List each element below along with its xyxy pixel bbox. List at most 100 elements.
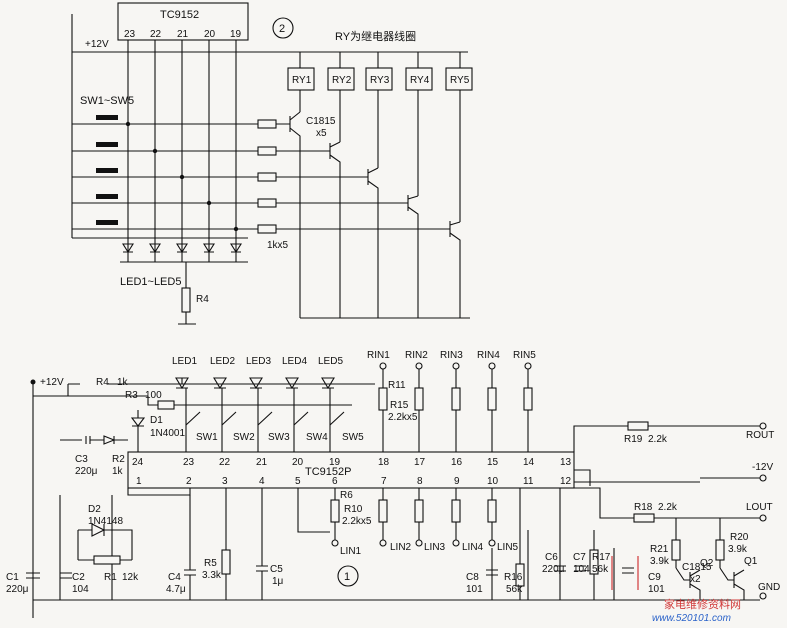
switch-label: SW2	[233, 432, 255, 443]
red-marker-lines	[611, 556, 639, 590]
r5-label: R5	[204, 558, 217, 569]
base-resistor	[257, 119, 277, 129]
led-pin-wires	[185, 388, 331, 452]
led-icon	[175, 377, 189, 390]
c5-label: C5	[270, 564, 283, 575]
relay-coil-note: RY为继电器线圈	[335, 29, 416, 43]
led-label: LED2	[210, 356, 235, 367]
base-resistor	[257, 172, 277, 182]
gnd-label: GND	[758, 582, 780, 593]
lower-leds: LED1 LED2 LED3 LED4 LED5	[172, 356, 343, 390]
r10-label: R10	[344, 504, 363, 515]
rin-terminal	[524, 362, 532, 370]
r11-label: R11	[388, 380, 406, 391]
c9-capacitor-icon	[622, 567, 634, 574]
c1-value: 220μ	[6, 584, 29, 595]
r16-resistor	[515, 563, 525, 587]
ic-pin: 10	[487, 476, 499, 487]
lower-supply-wire	[32, 382, 148, 618]
r19-label: R19	[624, 434, 643, 445]
transistor-q-icon	[449, 221, 461, 318]
d1-diode-icon	[130, 410, 146, 452]
rin-terminal	[488, 362, 496, 370]
r1-label: R1	[104, 572, 117, 583]
rin-wires	[382, 369, 529, 452]
rout-terminal[interactable]	[759, 422, 767, 430]
relay-label: RY3	[370, 75, 390, 86]
switch-label: SW1	[196, 432, 218, 443]
lin-label: LIN2	[390, 542, 412, 553]
lout-terminal[interactable]	[759, 514, 767, 522]
ic-pin: 2	[186, 476, 192, 487]
upper-supply-label: +12V	[85, 39, 109, 50]
relay-label: RY5	[450, 75, 470, 86]
lin-label: LIN4	[462, 542, 484, 553]
junction-dot	[233, 226, 239, 232]
relay-collector-wires	[299, 90, 461, 222]
circle-number-2-text: 2	[279, 23, 285, 35]
lin-wires	[297, 488, 493, 540]
switch-row-wires	[72, 123, 248, 230]
relay-ry4	[405, 67, 433, 91]
c8-label: C8	[466, 572, 479, 583]
right-inputs: RIN1 RIN2 RIN3 RIN4 RIN5	[367, 350, 536, 452]
lin-resistor	[330, 499, 340, 523]
transistor-q-icon	[329, 141, 341, 318]
lin-terminal	[488, 539, 496, 547]
upper-ic-pin: 20	[204, 29, 216, 40]
switch-label: SW3	[268, 432, 290, 443]
c7-value: 104	[573, 564, 590, 575]
lin-terminal	[379, 539, 387, 547]
neg12-terminal[interactable]	[759, 474, 767, 482]
neg12-label: -12V	[752, 462, 773, 473]
bottom-right-wires	[491, 488, 615, 600]
r16-value: 56k	[506, 584, 523, 595]
relay-ry2	[327, 67, 355, 91]
c4-label: C4	[168, 572, 181, 583]
ic-pin: 19	[329, 457, 341, 468]
transistor-qty-label: x5	[316, 128, 327, 139]
lower-r4-value: 1k	[117, 377, 129, 388]
r21-value: 3.9k	[650, 556, 670, 567]
ic-pin: 18	[378, 457, 390, 468]
r17-value: 56k	[592, 564, 609, 575]
relay-coils: RY1 RY2 RY3 RY4 RY5	[287, 67, 473, 91]
led-label: LED1	[172, 356, 197, 367]
upper-leds	[122, 243, 242, 254]
upper-circuit: TC9152 23 22 21 20 19 2 +12V RY为继电器线圈 RY…	[71, 2, 473, 325]
relay-ry5	[445, 67, 473, 91]
transistor-type-label: C1815	[306, 116, 336, 127]
lout-label: LOUT	[746, 502, 773, 513]
upper-ic-pin-lines	[127, 40, 237, 238]
r20-resistor	[715, 539, 725, 561]
r18-label: R18	[634, 502, 653, 513]
r4-ground-wire	[178, 262, 196, 325]
lin-resistor	[451, 499, 461, 523]
d1-value: 1N4001	[150, 428, 185, 439]
led-icon	[122, 243, 134, 254]
r3-value: 100	[145, 390, 162, 401]
upper-ic-tc9152	[117, 2, 249, 41]
r17-resistor	[589, 549, 599, 575]
c7-label: C7	[573, 552, 586, 563]
ic-pin: 17	[414, 457, 426, 468]
q-type-label: C1815	[682, 562, 712, 573]
c3-value: 220μ	[75, 466, 98, 477]
led-label: LED3	[246, 356, 271, 367]
ic-pin: 11	[523, 476, 534, 487]
switch-label: SW5	[342, 432, 364, 443]
r16-label: R16	[504, 572, 523, 583]
gnd-terminal[interactable]	[759, 592, 767, 600]
led-icon	[249, 377, 263, 390]
c1-c2-capacitor-icons	[26, 572, 72, 579]
output-resistor-wires	[675, 518, 721, 568]
switch-group-label: SW1~SW5	[80, 95, 134, 107]
upper-ic-label: TC9152	[160, 9, 199, 21]
r21-label: R21	[650, 544, 669, 555]
transistor-q-icon	[407, 195, 419, 318]
r19-value: 2.2k	[648, 434, 668, 445]
led-icon	[176, 243, 188, 254]
relay-ry1	[287, 67, 315, 91]
r19-resistor	[627, 421, 649, 431]
